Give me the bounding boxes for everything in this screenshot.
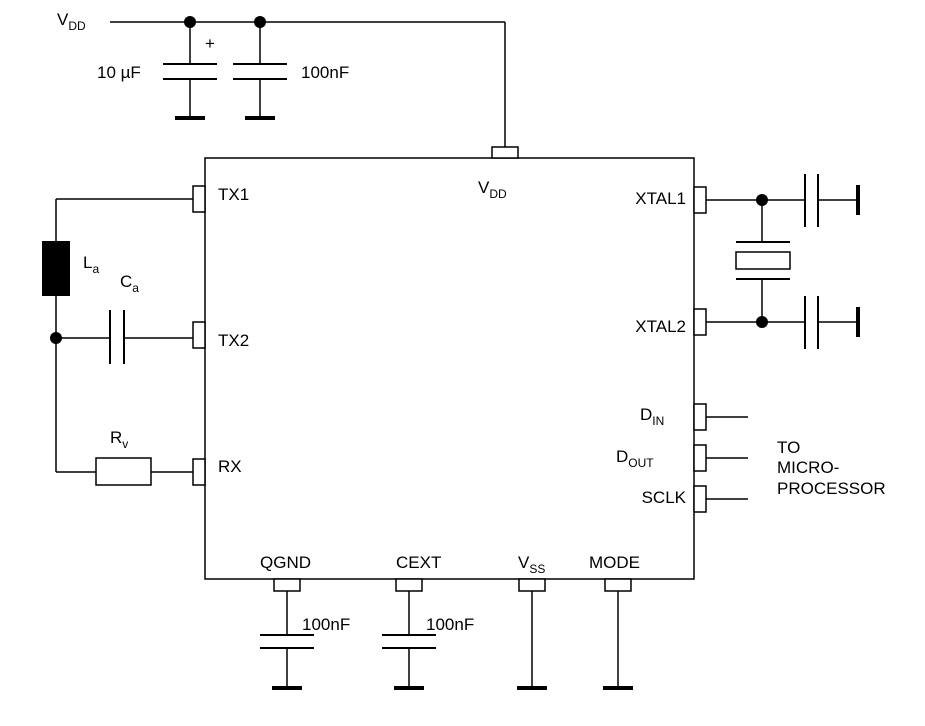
pin-cext-label: CEXT	[396, 553, 441, 572]
pin-vss-pad	[518, 578, 546, 592]
resistor-label: Rv	[110, 428, 128, 451]
crystal-network	[706, 174, 860, 349]
pin-rx-label: RX	[218, 457, 242, 476]
antenna-network	[42, 198, 193, 486]
cext-capacitor-value: 100nF	[426, 615, 474, 634]
pin-mode-pad	[604, 578, 632, 592]
vss-ground	[517, 591, 547, 690]
pin-dout-pad	[693, 444, 707, 472]
inductor-label: La	[83, 253, 99, 276]
pin-qgnd-label: QGND	[260, 553, 311, 572]
bulk-capacitor	[163, 22, 217, 120]
pin-tx2-label: TX2	[218, 331, 249, 350]
pin-vss-label: VSS	[518, 553, 545, 576]
pin-cext-pad	[395, 578, 423, 592]
pin-xtal1-pad	[693, 186, 707, 214]
pin-vdd-label: VDD	[478, 178, 507, 201]
polarity-plus-label: +	[205, 34, 215, 53]
pin-xtal2-pad	[693, 308, 707, 336]
pin-sclk-label: SCLK	[642, 488, 687, 507]
pin-rx-pad	[192, 458, 206, 486]
pin-din-pad	[693, 403, 707, 431]
pin-xtal1-label: XTAL1	[635, 189, 686, 208]
micro-note-line-1: TO	[777, 438, 800, 457]
inductor-la	[42, 241, 70, 296]
bypass-capacitor	[233, 22, 287, 120]
chip-body	[204, 157, 695, 580]
pin-vdd-pad	[491, 146, 519, 159]
pin-mode-label: MODE	[589, 553, 640, 572]
micro-note-line-3: PROCESSOR	[777, 479, 886, 498]
resistor-rv	[95, 457, 152, 486]
pin-sclk-pad	[693, 485, 707, 513]
bypass-capacitor-value: 100nF	[301, 63, 349, 82]
qgnd-capacitor	[260, 591, 314, 690]
pin-tx1-label: TX1	[218, 185, 249, 204]
cext-capacitor	[382, 591, 436, 690]
pin-tx1-pad	[192, 185, 206, 213]
capacitor-ca-label: Ca	[120, 272, 139, 295]
pin-qgnd-pad	[273, 578, 301, 592]
pin-din-label: DIN	[640, 405, 664, 428]
vdd-supply-label: VDD	[57, 10, 86, 33]
qgnd-capacitor-value: 100nF	[302, 615, 350, 634]
pin-xtal2-label: XTAL2	[635, 317, 686, 336]
microprocessor-interface	[706, 416, 748, 500]
pin-tx2-pad	[192, 321, 206, 349]
pin-dout-label: DOUT	[616, 447, 654, 470]
bulk-capacitor-value: 10 µF	[97, 63, 141, 82]
junction-dot	[756, 316, 768, 328]
micro-note-line-2: MICRO-	[777, 458, 839, 477]
mode-ground	[603, 591, 633, 690]
